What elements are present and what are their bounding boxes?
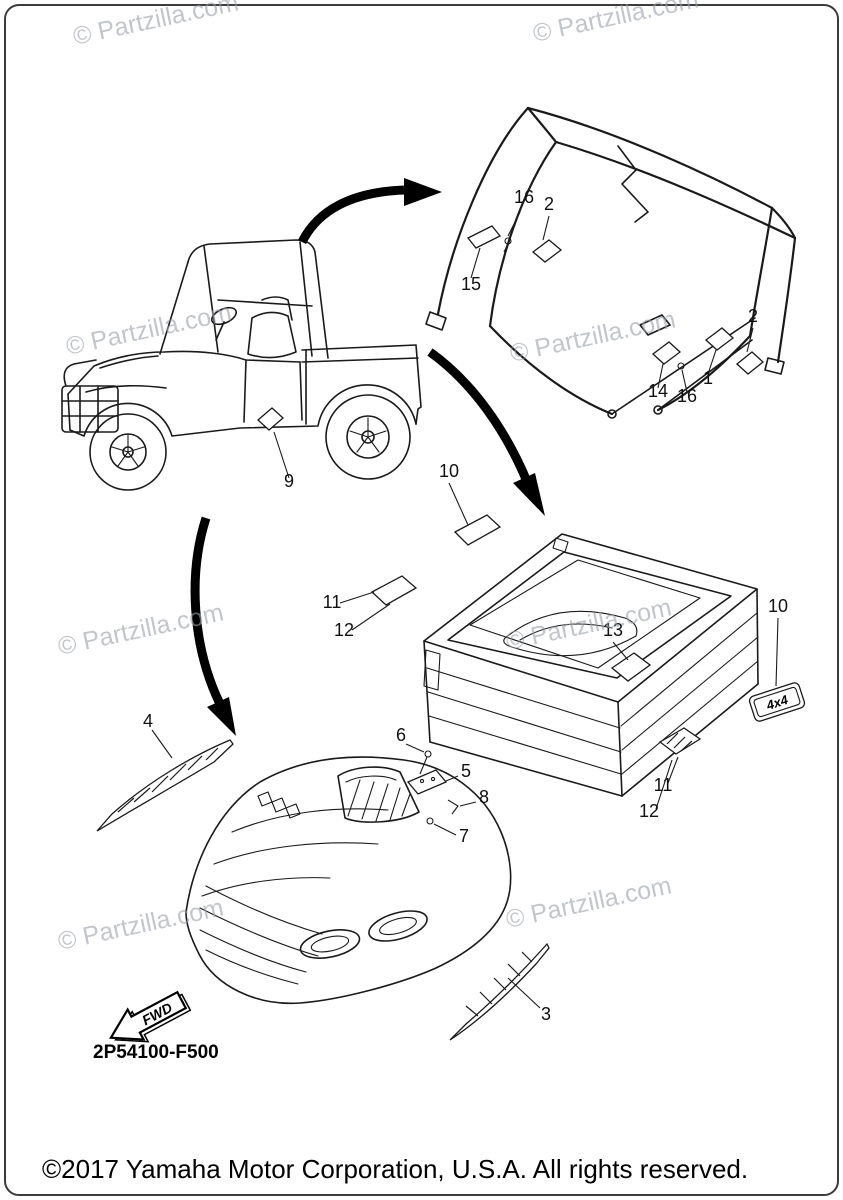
callout-16: 16 (514, 187, 534, 207)
callout-10: 10 (439, 461, 459, 481)
callout-6: 6 (396, 725, 406, 745)
watermark-text: © Partzilla.com (530, 0, 701, 48)
cargo-bed-drawing (423, 533, 759, 797)
callout-3: 3 (541, 1004, 551, 1024)
callout-group-hood: 4 6 5 8 7 3 (143, 711, 551, 1024)
callout-2: 2 (544, 194, 554, 214)
callout-group-vehicle: 9 (257, 407, 294, 491)
watermark-text: © Partzilla.com (55, 893, 226, 955)
flow-arrow-to-cage (297, 178, 442, 245)
hood-drawing (185, 756, 512, 1005)
emblem-patch-2 (531, 239, 563, 263)
callout-11b: 11 (654, 775, 673, 795)
emblem-patch-10 (453, 514, 502, 546)
callout-7: 7 (459, 826, 469, 846)
bracket-8 (447, 799, 459, 815)
emblem-patch-15 (466, 225, 502, 249)
callout-2b: 2 (748, 306, 758, 326)
part-code-label: 2P54100-F500 (93, 1042, 219, 1063)
emblem-blade-right (449, 942, 550, 1041)
roll-cage-drawing (425, 106, 797, 419)
emblem-patch-1 (704, 327, 735, 351)
copyright-text: ©2017 Yamaha Motor Corporation, U.S.A. A… (42, 1154, 748, 1184)
watermark-text: © Partzilla.com (63, 298, 234, 360)
callout-8: 8 (479, 787, 489, 807)
callout-group-bed: 10 11 12 13 10 4x4 11 12 (323, 461, 806, 821)
callout-4: 4 (143, 711, 153, 731)
emblem-striped-small (658, 727, 702, 755)
flow-arrows (190, 178, 545, 736)
watermark-text: © Partzilla.com (503, 593, 674, 655)
callout-12b: 12 (639, 801, 659, 821)
emblem-patch-2b (735, 351, 765, 375)
watermark-text: © Partzilla.com (503, 871, 674, 933)
callout-13: 13 (603, 620, 623, 640)
emblem-patch-11-12 (370, 575, 418, 606)
callout-11: 11 (323, 592, 342, 612)
emblem-patch-9 (257, 407, 284, 431)
badge-4x4-label: 4x4 (764, 692, 791, 714)
callout-14: 14 (648, 381, 668, 401)
page-border (4, 4, 839, 1196)
callout-15: 15 (461, 274, 481, 294)
vehicle-overview-drawing (61, 239, 422, 491)
screw-icon (424, 750, 432, 758)
screw-icon (426, 817, 434, 825)
mount-plate-5 (406, 769, 448, 795)
screw-icon (677, 362, 685, 370)
callout-16b: 16 (677, 386, 697, 406)
callout-1: 1 (703, 368, 713, 388)
watermark-text: © Partzilla.com (507, 305, 678, 367)
badge-4x4: 4x4 (748, 682, 806, 722)
flow-arrow-to-hood (190, 516, 236, 736)
emblem-blade-left (96, 739, 234, 832)
flow-arrow-to-bed (427, 348, 545, 516)
emblem-patch-14 (651, 341, 682, 365)
watermark-text: © Partzilla.com (70, 0, 241, 51)
callout-5: 5 (461, 761, 471, 781)
callout-group-cage: 16 2 15 14 16 1 2 (461, 187, 765, 406)
callout-9: 9 (284, 471, 294, 491)
callout-10b: 10 (768, 596, 788, 616)
callout-12: 12 (334, 620, 354, 640)
